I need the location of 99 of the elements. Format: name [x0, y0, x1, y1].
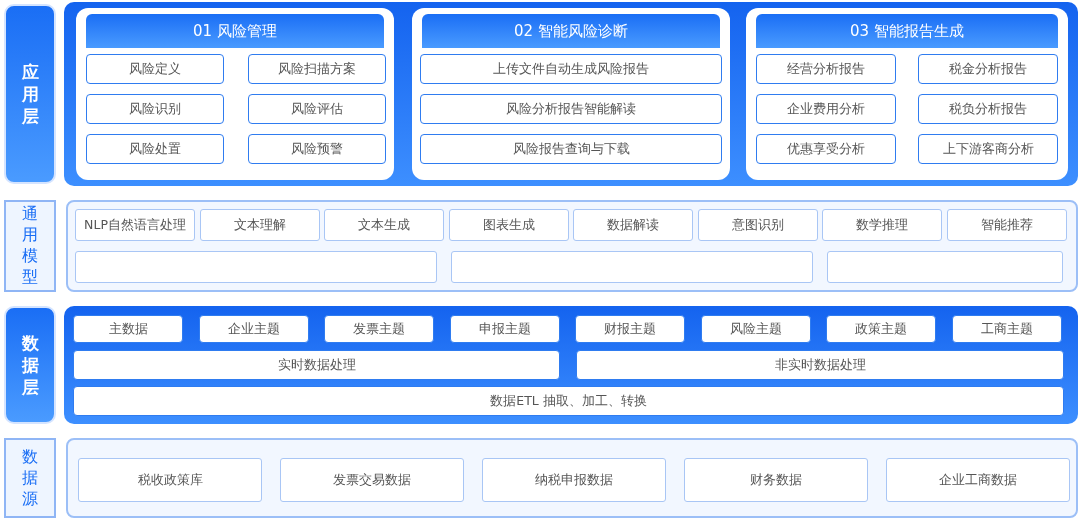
item-label: 企业工商数据	[939, 471, 1017, 489]
item-label: 风险分析报告智能解读	[506, 100, 636, 118]
item-label: 税收政策库	[137, 471, 203, 489]
item-box	[918, 54, 1058, 84]
item-box	[78, 458, 262, 502]
layer-panel	[66, 438, 1078, 518]
item-box	[248, 94, 386, 124]
layer-label	[4, 4, 56, 184]
item-label: 政策主题	[855, 320, 907, 338]
item-box	[420, 134, 722, 164]
item-box	[886, 458, 1070, 502]
module-header: 01 风险管理	[86, 14, 384, 48]
item-label: 风险识别	[129, 100, 181, 118]
layer-title: 数据源	[21, 446, 39, 510]
item-box	[198, 315, 309, 343]
item-label: 图表生成	[482, 216, 535, 234]
item-label: 实时数据处理	[277, 356, 356, 374]
item-box	[756, 94, 896, 124]
item-label: 风险报告查询与下载	[512, 140, 630, 158]
item-box	[918, 134, 1058, 164]
module-card	[76, 8, 394, 180]
item-box	[248, 134, 386, 164]
item-label: 发票交易数据	[333, 471, 411, 489]
item-label: 经营分析报告	[787, 60, 865, 78]
module-card	[412, 8, 730, 180]
item-label: 风险定义	[129, 60, 181, 78]
item-label: 上下游客商分析	[942, 140, 1034, 158]
item-box	[951, 315, 1062, 343]
item-label: 风险主题	[729, 320, 782, 338]
item-label: 非实时数据处理	[774, 356, 866, 374]
item-box	[684, 458, 868, 502]
item-box	[86, 94, 224, 124]
item-box	[822, 209, 942, 241]
item-label: 发票主题	[353, 320, 405, 338]
item-box	[756, 134, 896, 164]
item-box	[448, 209, 569, 241]
layer-label	[4, 306, 56, 424]
item-label: 财报主题	[604, 320, 656, 338]
item-box	[86, 134, 224, 164]
item-box	[576, 350, 1064, 380]
item-label: 智能推荐	[980, 216, 1033, 234]
module-header: 02 智能风险诊断	[422, 14, 720, 48]
item-box	[451, 251, 813, 283]
item-box	[482, 458, 666, 502]
item-box	[199, 209, 320, 241]
item-box	[826, 315, 936, 343]
item-label: 风险预警	[291, 140, 343, 158]
item-box	[575, 315, 685, 343]
layer-label	[4, 200, 56, 292]
item-label: 风险扫描方案	[278, 60, 356, 78]
layer-title: 通用模型	[21, 204, 39, 288]
item-label: 主数据	[108, 320, 148, 338]
item-box	[324, 209, 444, 241]
item-label: 企业费用分析	[787, 100, 865, 118]
item-box	[73, 315, 183, 343]
item-box	[756, 54, 896, 84]
item-label: 申报主题	[478, 320, 531, 338]
item-label: 文本理解	[233, 216, 286, 234]
item-box	[75, 209, 195, 241]
item-box	[918, 94, 1058, 124]
item-box	[449, 315, 560, 343]
item-box	[280, 458, 464, 502]
item-label: 税负分析报告	[949, 100, 1027, 118]
item-label: 工商主题	[980, 320, 1033, 338]
item-box	[324, 315, 434, 343]
layer-panel	[64, 2, 1078, 186]
layer-title: 数据层	[20, 332, 40, 398]
item-label: 税金分析报告	[949, 60, 1027, 78]
layer-label	[4, 438, 56, 518]
item-box	[86, 54, 224, 84]
item-label: 数据解读	[607, 216, 659, 234]
layer-panel	[66, 200, 1078, 292]
item-label: 风险处置	[129, 140, 181, 158]
layer-title: 应用层	[20, 61, 40, 127]
item-label: 企业主题	[227, 320, 280, 338]
item-label: NLP自然语言处理	[84, 216, 186, 234]
item-label: 数据ETL 抽取、加工、转换	[490, 392, 647, 410]
module-card	[746, 8, 1068, 180]
item-label: 数学推理	[856, 216, 908, 234]
item-label: 风险评估	[291, 100, 343, 118]
item-label: 财务数据	[750, 471, 802, 489]
item-box	[420, 94, 722, 124]
item-box	[946, 209, 1067, 241]
module-header: 03 智能报告生成	[756, 14, 1058, 48]
item-box	[573, 209, 693, 241]
item-box	[73, 386, 1064, 416]
item-box	[827, 251, 1063, 283]
item-box	[700, 315, 811, 343]
item-box	[75, 251, 437, 283]
item-label: 优惠享受分析	[787, 140, 865, 158]
layer-panel	[64, 306, 1078, 424]
item-box	[73, 350, 560, 380]
item-box	[248, 54, 386, 84]
item-label: 纳税申报数据	[535, 471, 613, 489]
item-label: 上传文件自动生成风险报告	[493, 60, 649, 78]
item-label: 意图识别	[731, 216, 784, 234]
item-box	[420, 54, 722, 84]
item-box	[697, 209, 818, 241]
item-label: 文本生成	[358, 216, 410, 234]
